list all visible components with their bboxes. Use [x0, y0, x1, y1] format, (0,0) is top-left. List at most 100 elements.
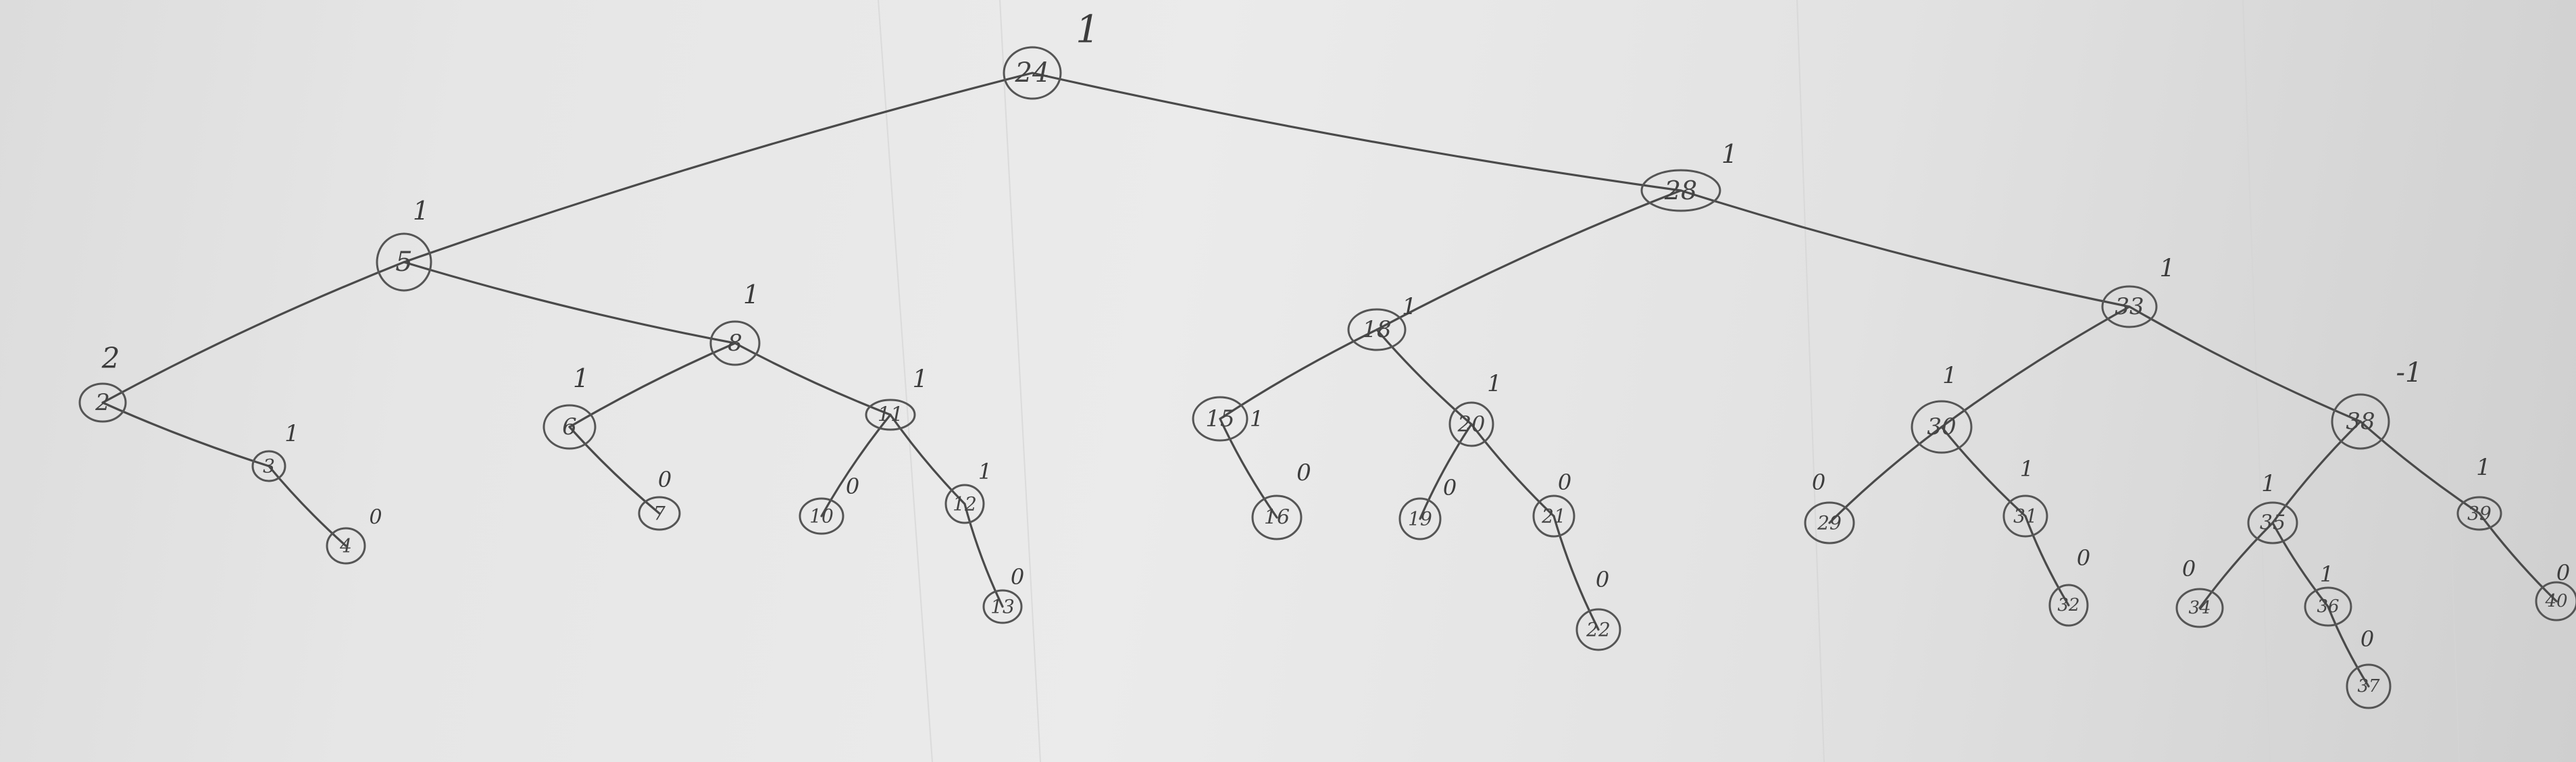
edge-21-22	[1552, 515, 1600, 631]
balance-factor-10: 0	[846, 474, 859, 499]
edge-24-28	[1031, 72, 1682, 192]
node-circle-31	[2002, 494, 2048, 538]
edge-18-20	[1375, 328, 1473, 426]
node-key-10: 10	[809, 505, 834, 528]
edge-35-36	[2271, 522, 2329, 608]
node-key-39: 39	[2467, 503, 2492, 525]
balance-factor-36: 1	[2320, 561, 2333, 587]
tree-node-7: 70	[638, 467, 681, 531]
balance-factor-5: 1	[413, 196, 429, 226]
node-key-22: 22	[1586, 619, 1611, 641]
balance-factor-40: 0	[2556, 560, 2570, 586]
tree-node-36: 361	[2304, 561, 2352, 627]
node-key-30: 30	[1927, 413, 1956, 440]
node-key-37: 37	[2357, 676, 2380, 696]
edge-28-18	[1375, 189, 1682, 331]
edge-8-6	[568, 342, 736, 428]
tree-node-20: 201	[1448, 370, 1502, 447]
balance-factor-15: 1	[1250, 406, 1263, 432]
node-circle-34	[2175, 588, 2224, 628]
balance-factor-2: 2	[101, 342, 120, 375]
edge-28-33	[1680, 189, 2131, 308]
edge-36-37	[2327, 605, 2370, 688]
node-key-6: 6	[562, 413, 577, 440]
edge-5-2	[101, 261, 405, 404]
balance-factor-18: 1	[1402, 293, 1417, 320]
balance-factor-30: 1	[1942, 362, 1957, 389]
node-circle-30	[1911, 400, 1973, 454]
node-key-20: 20	[1457, 411, 1486, 437]
balance-factor-38: -1	[2396, 357, 2423, 388]
tree-node-10: 10 0	[799, 474, 859, 535]
edge-33-38	[2128, 305, 2362, 423]
node-circle-21	[1532, 494, 1575, 538]
edge-12-13	[963, 503, 1004, 608]
node-circle-40	[2535, 581, 2576, 621]
node-key-2: 2	[95, 389, 110, 416]
tree-node-5: 51	[376, 196, 432, 292]
edge-35-34	[2198, 522, 2274, 609]
balance-factor-37: 0	[2360, 626, 2374, 652]
node-key-36: 36	[2317, 596, 2339, 617]
tree-node-22: 22 0	[1575, 567, 1621, 651]
node-key-38: 38	[2346, 408, 2375, 435]
tree-node-28: 281	[1640, 139, 1738, 212]
node-circle-2	[78, 382, 127, 423]
edge-18-15	[1219, 328, 1378, 420]
node-key-8: 8	[728, 330, 742, 357]
node-circle-13	[982, 589, 1023, 624]
balance-factor-4: 0	[369, 506, 382, 530]
tree-edges	[101, 72, 2558, 688]
tree-node-11: 111	[865, 366, 928, 431]
edge-3-4	[268, 465, 347, 547]
tree-node-31: 311	[2002, 456, 2048, 538]
node-circle-32	[2048, 584, 2089, 627]
balance-factor-8: 1	[743, 280, 759, 309]
balance-factor-7: 0	[658, 467, 672, 492]
node-key-34: 34	[2188, 598, 2211, 618]
balance-factor-21: 0	[1558, 469, 1571, 495]
node-circle-22	[1575, 608, 1621, 651]
balance-factor-3: 1	[284, 420, 299, 447]
node-circle-18	[1347, 308, 1407, 351]
edge-20-19	[1419, 423, 1473, 520]
tree-node-39: 391	[2456, 454, 2502, 531]
node-key-3: 3	[263, 455, 275, 478]
edge-38-39	[2359, 420, 2481, 515]
balance-factor-20: 1	[1487, 370, 1502, 397]
node-circle-38	[2331, 393, 2390, 450]
node-circle-10	[799, 497, 844, 535]
node-circle-5	[376, 232, 432, 292]
tree-node-19: 190	[1398, 475, 1457, 540]
tree-node-16: 160	[1251, 459, 1311, 540]
tree-node-35: 351	[2247, 470, 2298, 544]
edge-30-29	[1828, 426, 1943, 524]
edge-2-3	[101, 401, 270, 467]
balance-factor-29: 0	[1812, 469, 1825, 495]
edge-20-21	[1470, 423, 1555, 517]
node-key-40: 40	[2544, 591, 2567, 611]
balance-factor-22: 0	[1596, 567, 1609, 592]
balance-factor-31: 1	[2020, 456, 2034, 482]
edge-11-12	[889, 413, 966, 505]
tree-node-3: 31	[251, 420, 299, 482]
node-circle-4	[326, 527, 366, 565]
edge-11-10	[820, 413, 892, 517]
node-circle-19	[1398, 497, 1442, 540]
balance-factor-6: 1	[573, 363, 589, 393]
node-circle-24	[1003, 46, 1062, 100]
balance-factor-35: 1	[2261, 470, 2276, 497]
node-key-28: 28	[1664, 176, 1697, 205]
node-key-5: 5	[395, 247, 412, 278]
balance-factor-19: 0	[1443, 475, 1457, 501]
tree-node-40: 400	[2535, 560, 2576, 621]
tree-node-18: 181	[1347, 293, 1417, 351]
edge-6-7	[568, 426, 661, 515]
node-circle-12	[944, 484, 985, 524]
node-key-32: 32	[2057, 595, 2079, 615]
node-key-33: 33	[2115, 293, 2144, 320]
node-key-11: 11	[878, 403, 903, 427]
node-circle-3	[251, 450, 286, 482]
